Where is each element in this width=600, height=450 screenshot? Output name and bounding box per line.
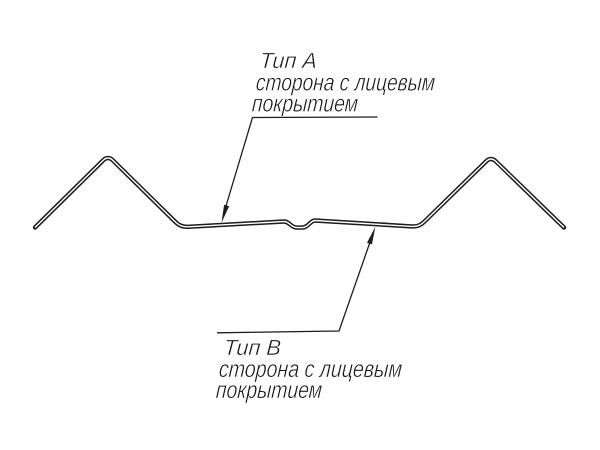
svg-text:Тип В: Тип В bbox=[223, 335, 282, 360]
svg-text:покрытием: покрытием bbox=[215, 377, 323, 404]
svg-text:покрытием: покрытием bbox=[251, 90, 359, 117]
svg-text:Тип А: Тип А bbox=[259, 48, 318, 73]
svg-text:сторона с лицевым: сторона с лицевым bbox=[218, 356, 403, 383]
svg-text:сторона с лицевым: сторона с лицевым bbox=[255, 70, 436, 97]
